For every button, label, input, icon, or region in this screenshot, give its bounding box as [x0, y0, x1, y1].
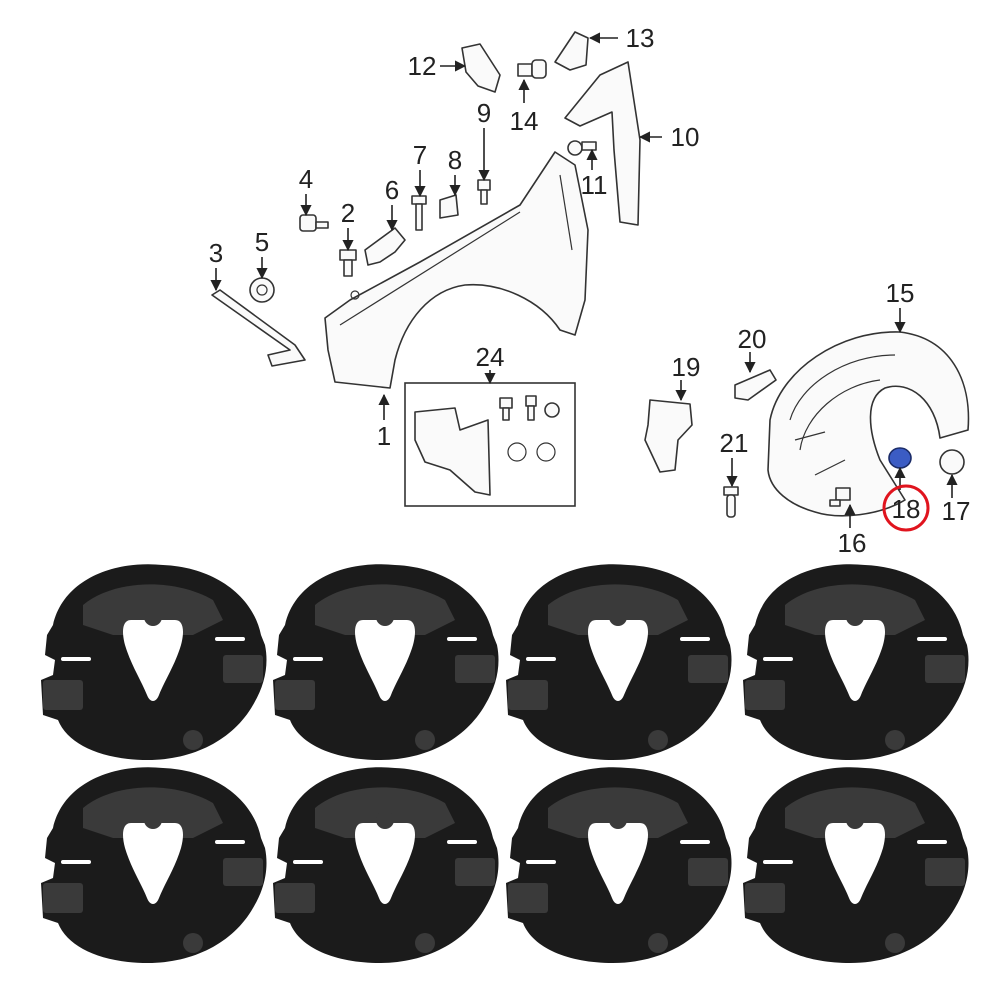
callout-1: 1 — [377, 421, 391, 451]
callout-13: 13 — [626, 23, 655, 53]
callout-8: 8 — [448, 145, 462, 175]
callout-9: 9 — [477, 98, 491, 128]
product-clip-photo — [743, 564, 969, 760]
callout-3: 3 — [209, 238, 223, 268]
nut-part-17 — [939, 449, 965, 475]
clip-part-8 — [439, 194, 459, 219]
fender-part — [324, 151, 589, 389]
callout-21: 21 — [720, 428, 749, 458]
callout-10: 10 — [671, 122, 700, 152]
callout-7: 7 — [413, 140, 427, 170]
stud-part-7 — [411, 195, 427, 231]
product-clip-photo — [273, 564, 499, 760]
product-clip-photo — [41, 767, 267, 963]
callout-2: 2 — [341, 198, 355, 228]
bolt-part-9 — [477, 179, 491, 205]
product-clip-photo — [41, 564, 267, 760]
bracket-part-6 — [364, 227, 406, 266]
strip-part — [211, 289, 306, 367]
mud-flap-kit-box — [404, 382, 576, 507]
callout-12: 12 — [408, 51, 437, 81]
callout-18: 18 — [892, 494, 921, 524]
callout-16: 16 — [838, 528, 867, 558]
callout-6: 6 — [385, 175, 399, 205]
bolt-part-2 — [339, 249, 357, 277]
wheel-liner-part — [767, 331, 970, 517]
callout-14: 14 — [510, 106, 539, 136]
product-clip-photo — [273, 767, 499, 963]
bracket-part-19 — [644, 399, 693, 473]
seal-part-10 — [564, 61, 641, 226]
product-photo-grid — [41, 564, 969, 963]
callout-4: 4 — [299, 164, 313, 194]
screw-part-11 — [567, 140, 597, 156]
product-clip-photo — [506, 564, 732, 760]
tab-part-13 — [554, 31, 589, 71]
callout-20: 20 — [738, 324, 767, 354]
product-clip-photo — [506, 767, 732, 963]
screw-part-14 — [517, 59, 547, 79]
callout-15: 15 — [886, 278, 915, 308]
block-part-12 — [461, 43, 501, 93]
callout-24: 24 — [476, 342, 505, 372]
callout-labels: 1 2 3 4 5 6 7 8 9 10 11 12 13 14 15 16 1… — [209, 23, 971, 558]
rivet-part-21 — [723, 486, 739, 518]
callout-17: 17 — [942, 496, 971, 526]
callout-11: 11 — [581, 170, 608, 200]
exploded-parts-diagram: 1 2 3 4 5 6 7 8 9 10 11 12 13 14 15 16 1… — [209, 23, 971, 558]
bolt-part-4 — [299, 214, 329, 232]
highlighted-clip-part — [888, 447, 912, 469]
highlight-ring — [882, 484, 930, 532]
product-clip-photo — [743, 767, 969, 963]
callout-19: 19 — [672, 352, 701, 382]
screw-part-16 — [829, 487, 851, 507]
nut-part — [249, 277, 275, 303]
callout-5: 5 — [255, 227, 269, 257]
bracket-part-20 — [734, 369, 777, 401]
leader-lines — [210, 32, 958, 528]
